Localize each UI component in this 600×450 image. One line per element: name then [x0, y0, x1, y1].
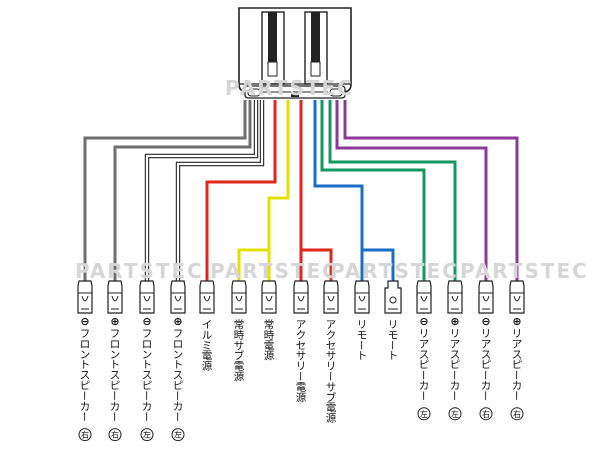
wire-purple — [335, 100, 488, 285]
side-label: 左 — [143, 430, 151, 440]
side-label: 左 — [420, 409, 428, 419]
terminal-label: フロントスピーカー — [80, 328, 91, 423]
female-connector-icon — [261, 280, 277, 314]
terminal-label: リアスピーカー — [512, 328, 523, 402]
connector-slot-right — [304, 11, 328, 85]
side-label: 左 — [174, 430, 182, 440]
terminal-7: 常時電源 — [261, 280, 277, 362]
watermark-text: PARTSTEC — [460, 259, 589, 283]
wires — [83, 100, 519, 285]
polarity-symbol: ⊖ — [80, 315, 89, 328]
terminal-6: 常時サブ電源 — [231, 280, 247, 383]
side-badge — [479, 407, 493, 421]
terminal-label: イルミ電源 — [202, 319, 213, 373]
side-label: 右 — [482, 409, 490, 419]
female-connector-icon — [509, 280, 525, 314]
terminal-9: アクセサリーサブ電源 — [323, 280, 339, 425]
female-connector-icon — [107, 280, 123, 314]
female-connector-icon — [231, 280, 247, 314]
wire-yellow — [267, 100, 290, 285]
side-badge — [108, 428, 122, 442]
wire-white — [175, 100, 265, 285]
polarity-symbol: ⊖ — [419, 315, 428, 328]
connector-slot-left — [261, 11, 285, 85]
wire-purple — [343, 100, 519, 285]
side-badge — [171, 428, 185, 442]
female-connector-icon — [447, 280, 463, 314]
female-connector-icon — [199, 280, 215, 314]
watermark-text: PARTSTEC — [75, 259, 204, 283]
polarity-symbol: ⊕ — [450, 315, 459, 328]
female-connector-icon — [77, 280, 93, 314]
female-connector-icon — [478, 280, 494, 314]
wire-green — [328, 100, 457, 285]
wire-green — [320, 100, 426, 285]
terminal-label: リモート — [388, 319, 399, 362]
female-connector-icon — [354, 280, 370, 314]
terminal-label: 常時電源 — [264, 318, 275, 362]
wire-red — [301, 248, 333, 285]
terminal-8: アクセサリー電源 — [293, 280, 309, 404]
terminal-label: アクセサリー電源 — [296, 319, 307, 404]
terminal-label: リアスピーカー — [450, 328, 461, 402]
side-label: 右 — [513, 409, 521, 419]
terminal-label: アクセサリーサブ電源 — [326, 319, 337, 425]
wire-red — [205, 100, 277, 285]
wire-white — [144, 100, 259, 285]
wire-gray — [113, 100, 252, 285]
terminal-label: リアスピーカー — [481, 328, 492, 402]
terminals: ⊖フロントスピーカー右⊕フロントスピーカー右⊖フロントスピーカー左⊕フロントスピ… — [77, 280, 525, 442]
female-connector-icon — [139, 280, 155, 314]
terminal-5: イルミ電源 — [199, 280, 215, 373]
wire-blue — [362, 248, 395, 285]
side-badge — [417, 407, 431, 421]
watermark-text: PARTSTEC — [225, 76, 354, 100]
terminal-label: リモート — [357, 319, 368, 362]
wire-yellow — [237, 248, 269, 285]
side-badge — [78, 428, 92, 442]
female-connector-icon — [170, 280, 186, 314]
harness-connector — [238, 7, 352, 99]
side-label: 右 — [81, 430, 89, 440]
terminal-10: リモート — [354, 280, 370, 362]
polarity-symbol: ⊕ — [173, 315, 182, 328]
terminal-label: 常時サブ電源 — [234, 318, 245, 383]
side-badge — [140, 428, 154, 442]
side-badge — [510, 407, 524, 421]
polarity-symbol: ⊖ — [481, 315, 490, 328]
watermark-text: PARTSTEC — [330, 259, 459, 283]
polarity-symbol: ⊕ — [110, 315, 119, 328]
terminal-label: フロントスピーカー — [173, 328, 184, 423]
terminal-11: リモート — [384, 280, 402, 362]
polarity-symbol: ⊖ — [142, 315, 151, 328]
terminal-label: フロントスピーカー — [110, 328, 121, 423]
wire-gray — [83, 100, 247, 285]
female-connector-icon — [293, 280, 309, 314]
female-connector-icon — [323, 280, 339, 314]
side-label: 左 — [451, 409, 459, 419]
polarity-symbol: ⊕ — [512, 315, 521, 328]
female-connector-icon — [416, 280, 432, 314]
side-badge — [448, 407, 462, 421]
watermark-text: PARTSTEC — [210, 259, 339, 283]
side-label: 右 — [111, 430, 119, 440]
wire-blue — [313, 100, 364, 285]
terminal-label: フロントスピーカー — [142, 328, 153, 423]
terminal-label: リアスピーカー — [419, 328, 430, 402]
